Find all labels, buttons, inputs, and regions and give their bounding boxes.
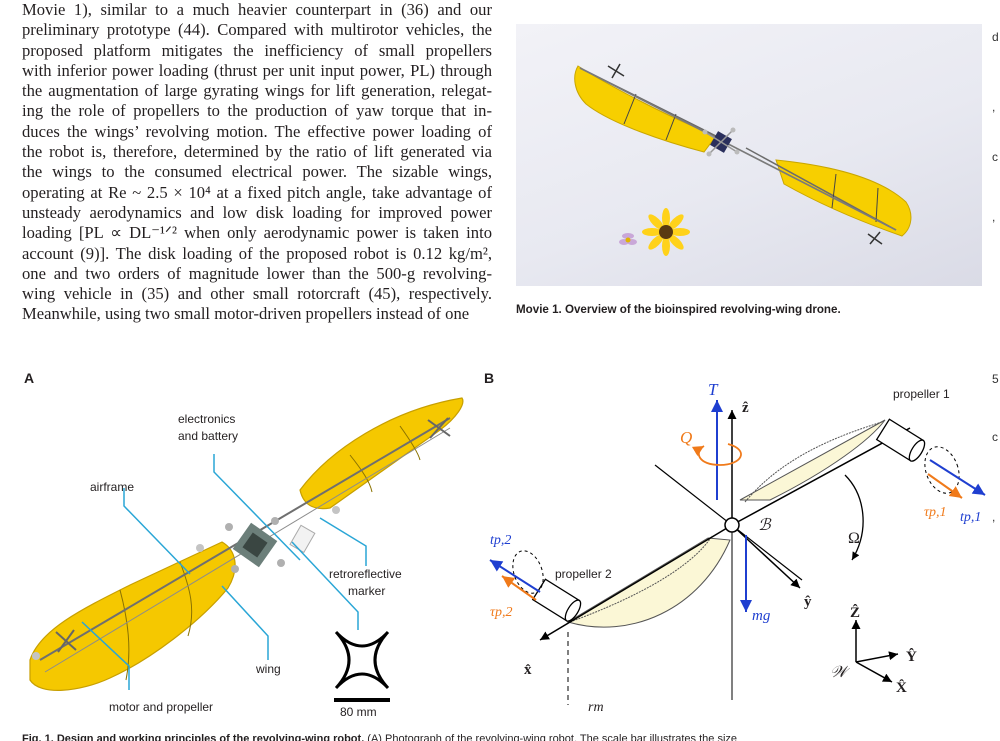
label-mg: mg [752, 608, 771, 624]
body-text-line: the wings to the consumed electrical pow… [22, 162, 492, 182]
panel-a-label: A [24, 370, 35, 386]
body-text-line: with inferior power loading (thrust per … [22, 60, 492, 80]
label-wing: wing [256, 662, 281, 676]
label-tau-p2: τp,2 [490, 605, 513, 620]
body-text-line: proposed platform mitigates the ineffici… [22, 40, 492, 60]
body-text-line: operating at Re ~ 2.5 × 10⁴ at a fixed p… [22, 182, 492, 202]
label-B: ℬ [758, 517, 771, 534]
panel-b-label: B [484, 370, 495, 386]
label-Z-hat: Ẑ [850, 605, 861, 621]
label-omega: Ω [848, 530, 860, 547]
label-airframe: airframe [90, 480, 135, 494]
label-t-p2: tp,2 [490, 533, 512, 548]
body-text-line: loading [PL ∝ DL⁻¹ᐟ² when only aerodynam… [22, 223, 492, 243]
label-Q: Q [680, 428, 693, 447]
body-text-line: duces the wings’ revolving motion. The e… [22, 121, 492, 141]
body-text-line: Movie 1), similar to a much heavier coun… [22, 0, 492, 19]
figure-caption-text: (A) Photograph of the revolving-wing rob… [364, 733, 738, 741]
movie-caption: Movie 1. Overview of the bioinspired rev… [516, 303, 841, 316]
body-text: Movie 1), similar to a much heavier coun… [22, 0, 492, 325]
label-marker: marker [348, 584, 386, 598]
scale-marker-icon [334, 630, 390, 690]
label-t-p1: tp,1 [960, 510, 982, 525]
label-retroreflective: retroreflective [329, 567, 402, 581]
label-propeller-2: propeller 2 [555, 567, 612, 581]
label-propeller-1: propeller 1 [893, 387, 950, 401]
left-wing-shape [566, 537, 731, 628]
body-text-line: account (9)]. The disk loading of the pr… [22, 243, 492, 263]
label-battery: and battery [178, 429, 239, 443]
panel-b-diagram [480, 360, 1000, 730]
right-column-edge: d , c , 5 c , [992, 30, 999, 524]
label-motor-propeller: motor and propeller [109, 700, 214, 714]
right-wing-shape [739, 419, 886, 501]
label-electronics: electronics [178, 412, 236, 426]
figure-caption-title: Fig. 1. Design and working principles of… [22, 733, 365, 741]
label-rm: rm [588, 700, 604, 715]
label-z-hat: ẑ [742, 400, 749, 416]
label-Y-hat: Ŷ [906, 649, 917, 665]
movie-frame[interactable] [516, 24, 982, 286]
label-x-hat: x̂ [524, 662, 532, 678]
scale-bar-label: 80 mm [340, 705, 377, 719]
label-W: 𝒲 [830, 664, 847, 681]
label-T: T [708, 380, 718, 399]
body-text-line: one and two orders of magnitude lower th… [22, 263, 492, 283]
label-y-hat: ŷ [804, 594, 812, 610]
body-text-line: the augmentation of large gyrating wings… [22, 81, 492, 101]
panel-a-photo [0, 360, 490, 730]
figure-caption: Fig. 1. Design and working principles of… [22, 732, 1000, 741]
body-text-line: the robot is, therefore, determined by t… [22, 142, 492, 162]
label-tau-p1: τp,1 [924, 505, 947, 520]
lower-wing [29, 541, 236, 691]
label-X-hat: X̂ [896, 680, 907, 696]
movie-drone-photo [574, 63, 912, 256]
body-text-line: wing vehicle in (35) and other small rot… [22, 284, 492, 304]
body-text-line: unsteady aerodynamics and low disk loadi… [22, 202, 492, 222]
body-text-line: ing the role of propellers to the produc… [22, 101, 492, 121]
body-text-line: Meanwhile, using two small motor-driven … [22, 304, 470, 324]
body-text-line: preliminary prototype (44). Compared wit… [22, 20, 492, 40]
